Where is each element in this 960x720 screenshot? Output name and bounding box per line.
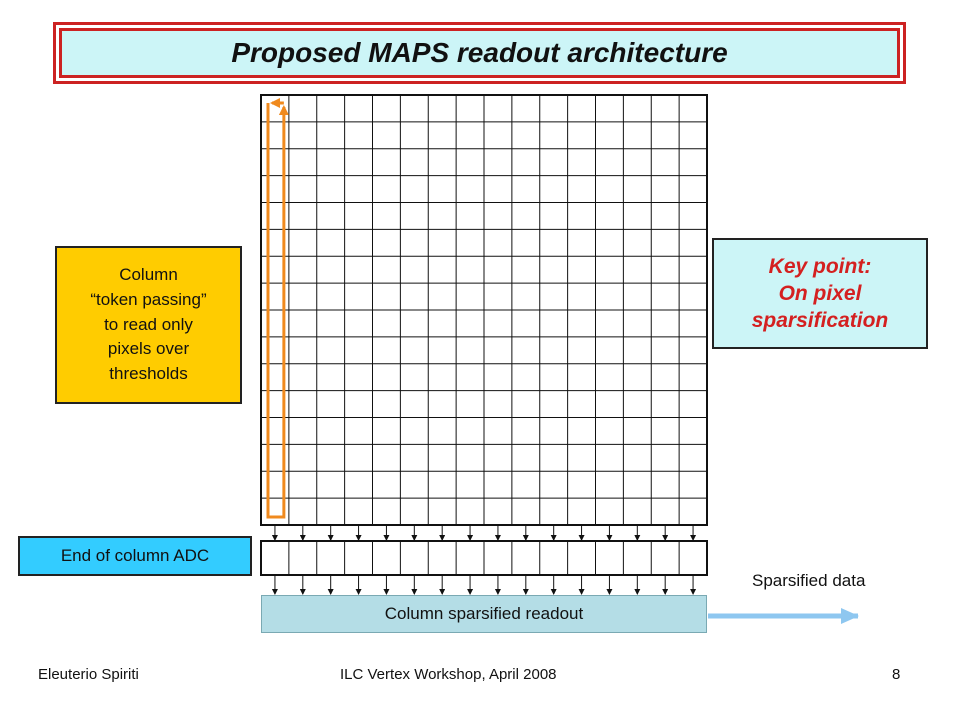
token-passing-box: Column “token passing” to read only pixe… [55, 246, 242, 404]
token-line: to read only [104, 314, 193, 334]
title-frame: Proposed MAPS readout architecture [53, 22, 906, 84]
footer-event: ILC Vertex Workshop, April 2008 [340, 666, 557, 683]
sparsified-data-label: Sparsified data [752, 571, 866, 590]
token-loop-path [266, 103, 289, 519]
slide-title: Proposed MAPS readout architecture [231, 37, 728, 68]
adc-row [260, 540, 708, 576]
eoc-label: End of column ADC [60, 546, 210, 565]
token-line: Column [119, 265, 178, 285]
column-arrows [271, 525, 697, 595]
key-line: sparsification [751, 309, 889, 333]
token-line: “token passing” [90, 290, 207, 310]
token-line: pixels over [107, 339, 190, 359]
column-sparsified-readout-box: Column sparsified readout [261, 595, 707, 633]
token-passing-arrow [266, 98, 289, 519]
token-line: thresholds [109, 363, 188, 383]
key-point-box: Key point: On pixel sparsification [712, 238, 928, 349]
pixel-matrix [260, 94, 708, 526]
key-line: On pixel [778, 281, 862, 305]
key-line: Key point: [768, 254, 872, 278]
footer-page-number: 8 [892, 666, 901, 683]
end-of-column-adc-box: End of column ADC [18, 536, 252, 576]
readout-label: Column sparsified readout [384, 604, 584, 623]
footer-author: Eleuterio Spiriti [38, 666, 139, 683]
